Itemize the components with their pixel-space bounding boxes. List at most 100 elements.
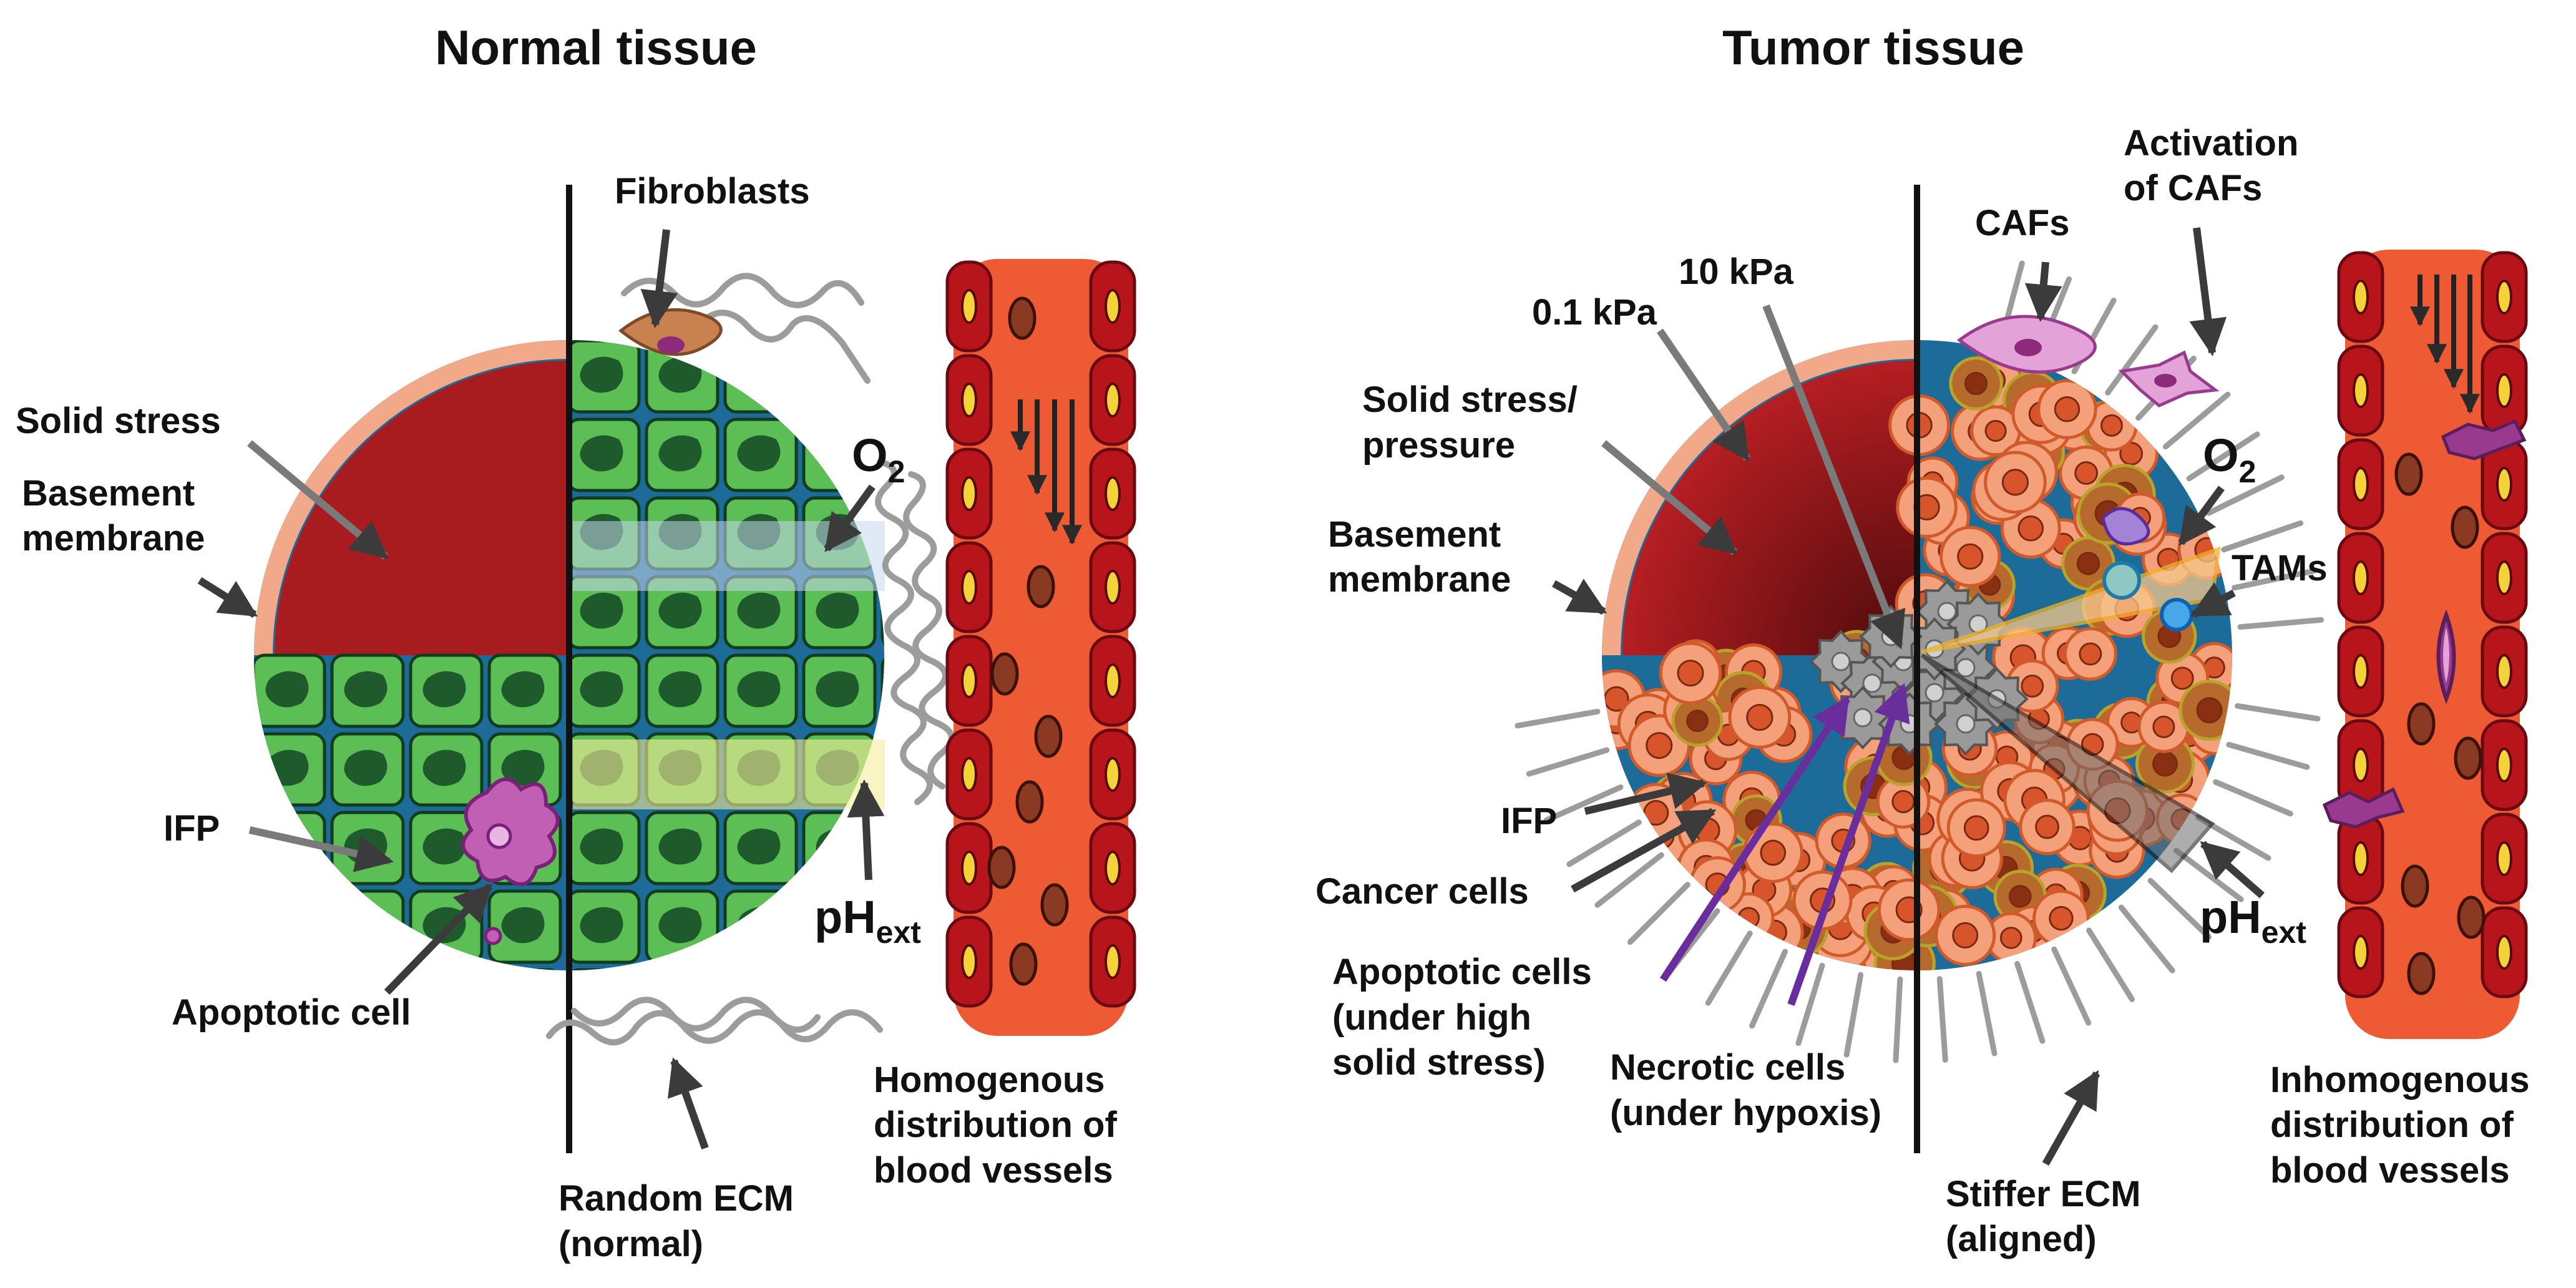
necrotic-cell-remnant [1956,658,1976,678]
endothelial-nucleus [2353,654,2369,689]
normal-vessels-label-3: blood vessels [874,1150,1113,1191]
ecm-fiber [1566,819,1642,867]
cancer-cell-nucleus [1677,660,1704,687]
tumor-ph-wedge [1921,653,2215,874]
necrotic-cell-remnant [1853,708,1873,728]
ecm-fiber [2086,927,2135,1002]
endothelial-nucleus [1105,663,1121,698]
normal-cell [254,889,326,964]
tumor-vessels-label-1: Inhomogenous [2270,1060,2530,1100]
normal-cell-nucleus [501,907,545,944]
endothelial-nucleus [1105,851,1121,886]
cancer-cell-nucleus [2054,396,2081,422]
normal-cell-nucleus [265,907,309,944]
endothelial-nucleus [1105,383,1121,417]
tumor-vessels-label-3: blood vessels [2270,1150,2510,1191]
ecm-fiber [2147,877,2212,940]
endothelial-nucleus [2496,841,2512,876]
red-blood-cell [1040,883,1069,927]
cancer-cell-nucleus [2021,675,2044,698]
normal-vessels-label-2: distribution of [874,1105,1117,1145]
cafs-cells [1956,315,2220,407]
cancer-cell-nucleus [2001,469,2029,496]
red-blood-cell [2457,895,2486,939]
normal-cell-nucleus [816,592,859,629]
ecm-fiber [2105,324,2159,396]
apoptotic-cells-label-1: Apoptotic cells [1332,952,1592,992]
normal-cell-nucleus [895,986,938,1022]
ecm-fiber [2221,520,2304,553]
tumor-blood-vessel [2322,250,2528,1039]
normal-cell-nucleus [423,986,466,1022]
normal-cell [487,968,562,970]
ecm-fiber [2051,946,2092,1026]
endothelial-nucleus [1105,476,1121,511]
ecm-fiber [1705,930,1753,1006]
red-blood-cell [1009,942,1038,986]
cancer-cell-nucleus [2079,642,2102,666]
endothelial-nucleus [961,944,977,979]
ecm-fiber [1515,708,1601,729]
cancer-cell-nucleus [2049,905,2074,931]
red-blood-cell [2451,505,2479,549]
kpa-high-label: 10 kPa [1679,251,1794,292]
endothelial-nucleus [2353,280,2369,315]
cancer-cell-nucleus [2035,814,2059,839]
cancer-cell-nucleus [2152,715,2175,738]
normal-cell-nucleus [658,356,702,393]
ecm-fiber [2162,391,2231,450]
normal-cell-nucleus [422,828,466,865]
red-blood-cell [990,652,1019,696]
cancer-cell-nucleus [2152,751,2178,777]
normal-cell-nucleus [344,671,388,708]
normal-cell [881,811,884,886]
normal-cell-nucleus [422,749,466,786]
endothelial-nucleus [1105,570,1121,605]
ecm-fiber [1843,972,1864,1058]
tumor-basement-label-2: membrane [1328,559,1511,600]
normal-cell-nucleus [265,671,309,708]
ecm-fiber [1526,747,1610,777]
red-blood-cell [1034,715,1063,758]
necrotic-core [1809,580,2029,756]
normal-solid-stress-label: Solid stress [16,401,221,441]
endothelial-nucleus [961,383,977,417]
ecm-fiber [1976,970,1998,1056]
cancer-cell-nucleus [2119,442,2144,466]
tumor-ifp-label: IFP [1501,801,1557,841]
ecm-fiber [1749,949,1788,1029]
normal-cell [723,340,798,414]
cancer-cell-nucleus [2170,666,2194,690]
cancer-cell-nucleus [1686,710,1709,733]
endothelial-nucleus [961,570,977,605]
normal-solid-stress [275,361,569,655]
normal-ph-label: pHext [814,891,921,950]
normal-ifp-label: IFP [163,808,220,849]
cancer-cell-nucleus [1891,789,1915,814]
red-blood-cell [1008,296,1037,340]
endothelial-nucleus [2353,841,2369,876]
cancer-cell-nucleus [1984,419,2007,442]
tumor-solid-stress-label-1: Solid stress/ [1362,379,1578,420]
endothelial-nucleus [1105,757,1121,792]
ecm-fiber [1543,784,1624,823]
apoptotic-cells-label-2: (under high [1332,997,1531,1038]
ecm-fiber [1893,976,1903,1063]
normal-cell-nucleus [580,907,623,944]
endothelial-nucleus [2496,748,2512,783]
normal-blood-vessel [945,259,1136,1036]
normal-cell-nucleus [502,986,545,1022]
normal-cell-nucleus [580,828,623,865]
endothelial-nucleus [2353,748,2369,783]
red-blood-cell [987,846,1016,889]
endothelial-nucleus [2496,467,2512,502]
ecm-fiber [1795,962,1825,1046]
endothelial-nucleus [961,757,977,792]
normal-cell-nucleus [737,592,781,629]
cafs-label: CAFs [1975,203,2069,243]
tumor-tissue-panel: Tumor tissue [1315,20,2530,1259]
tumor-o2-label: O2 [2203,429,2256,489]
normal-cell-nucleus [344,749,388,786]
endothelial-nucleus [2496,935,2512,970]
